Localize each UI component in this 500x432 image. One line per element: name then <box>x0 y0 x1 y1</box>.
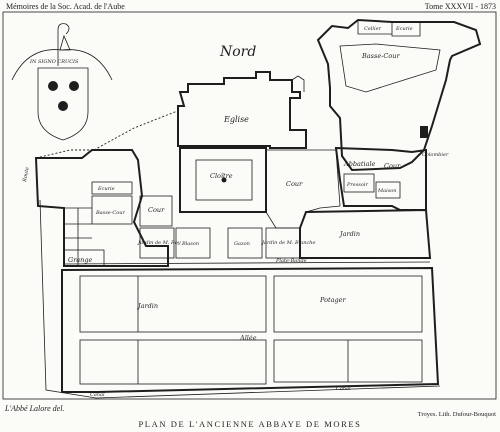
lower-plot-left <box>79 339 267 385</box>
jardin-blanche-plot <box>265 227 301 259</box>
footer-lithographer: Troyes. Lith. Dufour-Bouquot <box>417 411 496 418</box>
potager-plot <box>273 275 423 333</box>
coat-of-arms: IN SIGNO CRUCIS <box>11 23 113 141</box>
label-ecurie-top: Ecurie <box>395 26 413 32</box>
label-gazon: Gazon <box>234 241 250 247</box>
left-wing <box>34 109 181 267</box>
left-dashed-line-2 <box>35 149 92 159</box>
colombier-icon <box>420 126 428 138</box>
label-basse-cour-left: Basse-Cour <box>95 210 125 216</box>
grange-block <box>63 249 105 267</box>
maison-block <box>375 181 401 199</box>
lower-gardens <box>61 266 440 393</box>
gazon-plot <box>227 227 263 259</box>
crest-charge-1 <box>48 81 58 91</box>
cloister-inner <box>195 159 253 201</box>
pressoir-block <box>343 173 375 193</box>
label-maison: Maison <box>377 188 397 194</box>
label-colombier: Colombier <box>422 152 449 158</box>
label-canal-right: Canal <box>336 386 351 392</box>
header-journal-title: Mémoires de la Soc. Acad. de l'Aube <box>6 2 125 11</box>
left-canal-line <box>39 199 97 399</box>
church <box>177 71 307 149</box>
label-pressoir: Pressoir <box>346 182 368 188</box>
cloister <box>179 147 267 213</box>
crest-mitre-icon <box>59 34 71 51</box>
label-jardin-roy: Jardin de M. Roy <box>137 240 181 246</box>
basse-cour-block <box>316 18 482 172</box>
basse-cour-inner <box>339 43 441 93</box>
basse-cour-left-block <box>91 195 133 225</box>
middle-plots <box>139 195 301 259</box>
ecurie-top-block <box>391 22 421 37</box>
frame <box>2 11 497 400</box>
crest-charge-2 <box>69 81 79 91</box>
label-cour-center: Cour <box>286 180 303 188</box>
label-basse-cour-top: Basse-Cour <box>361 52 400 60</box>
label-grande-route: Route <box>22 167 31 184</box>
left-dashed-line-1 <box>93 109 181 151</box>
label-blason: Blason <box>181 241 199 247</box>
basse-cour-outline <box>316 18 482 172</box>
label-cloitre: Cloître <box>210 172 233 180</box>
label-cellier: Cellier <box>364 26 382 32</box>
crest-motto: IN SIGNO CRUCIS <box>29 59 79 65</box>
church-chevet <box>291 75 305 92</box>
jardin-right-enclosure <box>299 208 432 259</box>
cour-center-enclosure <box>265 149 341 229</box>
label-ecurie-left: Ecurie <box>97 186 115 192</box>
jardin-roy-plot <box>139 227 175 259</box>
crest-crozier-icon <box>57 23 70 66</box>
label-potager: Potager <box>319 296 347 304</box>
label-jardin-right: Jardin <box>338 230 360 238</box>
church-outline <box>177 71 307 149</box>
label-allee: Allée <box>239 334 257 342</box>
label-jardin-bottom-left: Jardin <box>136 302 158 310</box>
canal-line <box>95 385 441 399</box>
cloister-well-icon <box>221 177 227 183</box>
header-volume: Tome XXXVII - 1873 <box>424 2 496 11</box>
label-cour-abbatiale: Cour <box>384 162 401 170</box>
label-canal-left: Canal <box>90 392 105 398</box>
blason-plot <box>175 227 211 259</box>
plan-title: PLAN DE L'ANCIENNE ABBAYE DE MORES <box>138 419 362 429</box>
ecurie-left-block <box>91 181 133 195</box>
left-small-rooms <box>64 207 92 266</box>
label-jardin-blanche: Jardin de M. Blanche <box>261 240 316 246</box>
crest-shield <box>37 67 89 141</box>
abbatiale-outline <box>334 146 427 211</box>
cour-left-plot <box>139 195 173 227</box>
north-label: Nord <box>219 44 256 60</box>
label-grange: Grange <box>68 256 93 264</box>
label-abbatiale: Abbatiale <box>343 160 376 168</box>
footer-draughtsman: L'Abbé Lalore del. <box>5 404 65 413</box>
cellier-block <box>357 20 392 35</box>
jardin-bottom-left-plot <box>79 275 267 333</box>
lower-garden-enclosure <box>61 266 440 393</box>
label-plate-bande: Plate-Bande <box>275 258 307 264</box>
label-eglise: Eglise <box>223 115 249 124</box>
label-cour-left: Cour <box>148 206 165 214</box>
crest-charge-3 <box>58 101 68 111</box>
plate-bande-line-1 <box>63 261 431 265</box>
